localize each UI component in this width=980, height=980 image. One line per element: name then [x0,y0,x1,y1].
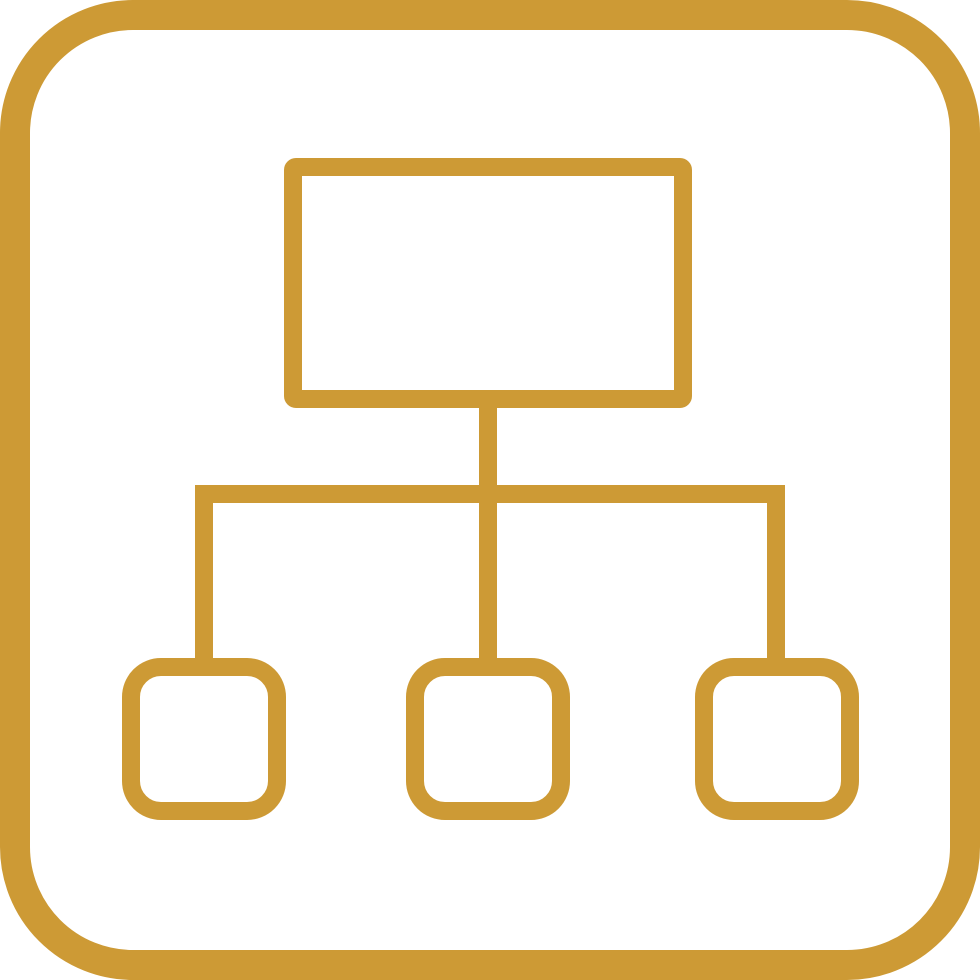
child-node-center [406,658,570,820]
child-node-left [122,658,286,820]
parent-node-box [284,158,692,408]
branch-line [195,485,785,674]
connector-lines [195,390,785,674]
child-node-right [695,658,859,820]
